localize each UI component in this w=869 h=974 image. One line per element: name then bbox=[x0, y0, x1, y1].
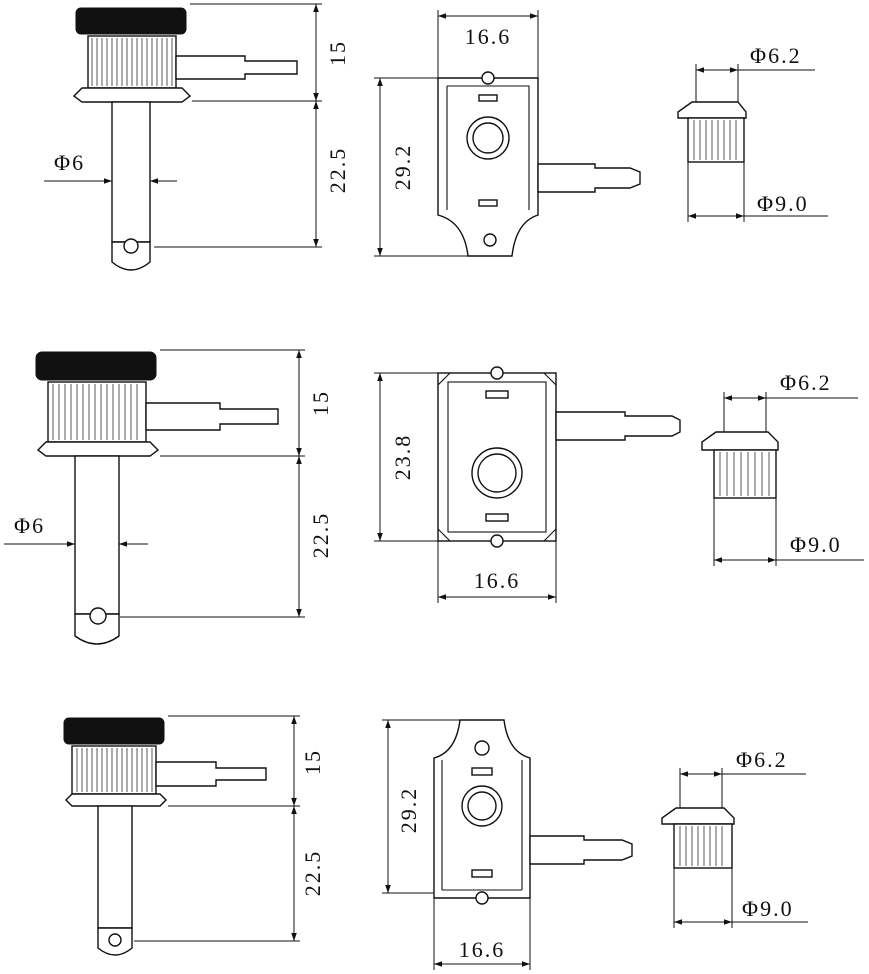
knob-cap bbox=[75, 7, 187, 35]
dim-height-top: 15 bbox=[325, 40, 350, 66]
shaft bbox=[74, 455, 120, 615]
side-dimensions-3: 15 22.5 bbox=[134, 715, 325, 942]
tuning-post-arm bbox=[155, 761, 267, 787]
dim-plate-height: 29.2 bbox=[390, 144, 415, 191]
mount-hole-top bbox=[474, 740, 490, 756]
dim-plate-width: 16.6 bbox=[459, 937, 506, 962]
row-1: 15 22.5 Φ6 16.6 29.2 bbox=[44, 3, 828, 271]
string-hole bbox=[108, 933, 122, 947]
dim-height-shaft: 22.5 bbox=[308, 512, 333, 559]
shaft-tip bbox=[74, 613, 120, 645]
front-dimensions-3: 29.2 16.6 bbox=[382, 719, 531, 970]
base-flange bbox=[72, 87, 192, 103]
dim-plate-height: 23.8 bbox=[390, 434, 415, 481]
plate-corner-chamfers bbox=[437, 372, 557, 542]
knurl-lines bbox=[91, 38, 173, 86]
string-hole bbox=[89, 607, 107, 625]
front-view-1 bbox=[437, 71, 641, 257]
row-3: 15 22.5 29.2 16.6 bbox=[63, 715, 808, 970]
side-dimensions-2: 15 22.5 Φ6 bbox=[4, 349, 333, 618]
dim-bushing-large: Φ9.0 bbox=[790, 532, 842, 557]
mount-notch-bottom bbox=[490, 534, 504, 548]
knob-cap bbox=[63, 717, 165, 745]
housing-plate bbox=[437, 77, 539, 257]
tuning-post-arm bbox=[175, 55, 298, 80]
knurl-lines bbox=[76, 748, 153, 792]
front-dimensions-2: 23.8 16.6 bbox=[374, 372, 557, 603]
front-dimensions-1: 16.6 29.2 bbox=[374, 10, 539, 257]
front-view-2 bbox=[437, 366, 681, 548]
slot-bottom bbox=[485, 513, 509, 522]
row-2: 15 22.5 Φ6 23.8 16.6 bbox=[4, 349, 864, 645]
shaft bbox=[97, 805, 133, 929]
tuning-post-arm bbox=[145, 402, 279, 431]
dim-plate-width: 16.6 bbox=[474, 568, 521, 593]
knurled-gear-housing bbox=[47, 381, 147, 443]
slot-top bbox=[471, 767, 493, 776]
dim-height-shaft: 22.5 bbox=[325, 147, 350, 194]
side-view-1 bbox=[72, 7, 298, 271]
base-flange bbox=[65, 793, 167, 807]
dim-bushing-large: Φ9.0 bbox=[742, 896, 794, 921]
post-arm bbox=[555, 411, 681, 441]
side-dimensions-1: 15 22.5 Φ6 bbox=[44, 3, 350, 248]
bore-inner bbox=[477, 453, 517, 493]
dim-bushing-small: Φ6.2 bbox=[750, 43, 802, 68]
bushing-body bbox=[673, 823, 733, 869]
slot-bottom bbox=[471, 869, 493, 878]
plate-inner-edge bbox=[446, 85, 530, 210]
base-flange bbox=[36, 441, 160, 457]
dim-shaft-diameter: Φ6 bbox=[54, 150, 85, 175]
bushing-3: Φ6.2 Φ9.0 bbox=[661, 747, 808, 928]
slot-top bbox=[485, 390, 509, 399]
bushing-flange bbox=[677, 101, 747, 119]
plate-inner-edge bbox=[447, 381, 547, 533]
bushing-knurl bbox=[679, 826, 723, 866]
knurled-gear-housing bbox=[71, 745, 157, 795]
post-arm bbox=[529, 835, 633, 865]
bushing-flange bbox=[661, 807, 735, 825]
dim-height-top: 15 bbox=[300, 749, 325, 775]
dim-bushing-small: Φ6.2 bbox=[780, 370, 832, 395]
dim-height-top: 15 bbox=[308, 390, 333, 416]
bushing-body bbox=[713, 449, 777, 499]
bushing-body bbox=[687, 117, 745, 163]
dim-plate-height: 29.2 bbox=[396, 787, 421, 834]
bushing-knurl bbox=[719, 452, 770, 496]
dim-plate-width: 16.6 bbox=[465, 24, 512, 49]
knurl-lines bbox=[52, 384, 138, 440]
shaft-tip bbox=[111, 241, 151, 271]
bushing-1: Φ6.2 Φ9.0 bbox=[677, 43, 828, 222]
knob-cap bbox=[35, 351, 157, 381]
mount-hole-bottom bbox=[483, 233, 497, 247]
plate-inner-edge bbox=[441, 760, 523, 891]
slot-bottom bbox=[478, 199, 498, 207]
mount-notch-bottom bbox=[475, 891, 489, 905]
bushing-knurl bbox=[693, 120, 737, 160]
post-arm bbox=[537, 163, 641, 193]
shaft bbox=[111, 101, 151, 243]
dim-bushing-small: Φ6.2 bbox=[736, 747, 788, 772]
bore-inner bbox=[467, 791, 497, 821]
mount-notch-top bbox=[481, 71, 495, 85]
front-view-3 bbox=[433, 719, 633, 905]
dim-shaft-diameter: Φ6 bbox=[14, 513, 45, 538]
mount-notch-top bbox=[490, 366, 504, 380]
bore-inner bbox=[472, 122, 504, 154]
dim-bushing-large: Φ9.0 bbox=[757, 191, 809, 216]
bushing-flange bbox=[701, 431, 779, 451]
bushing-2: Φ6.2 Φ9.0 bbox=[701, 370, 864, 566]
dim-height-shaft: 22.5 bbox=[300, 850, 325, 897]
side-view-3 bbox=[63, 717, 267, 956]
slot-top bbox=[478, 94, 498, 102]
string-hole bbox=[123, 238, 139, 254]
side-view-2 bbox=[35, 351, 279, 645]
